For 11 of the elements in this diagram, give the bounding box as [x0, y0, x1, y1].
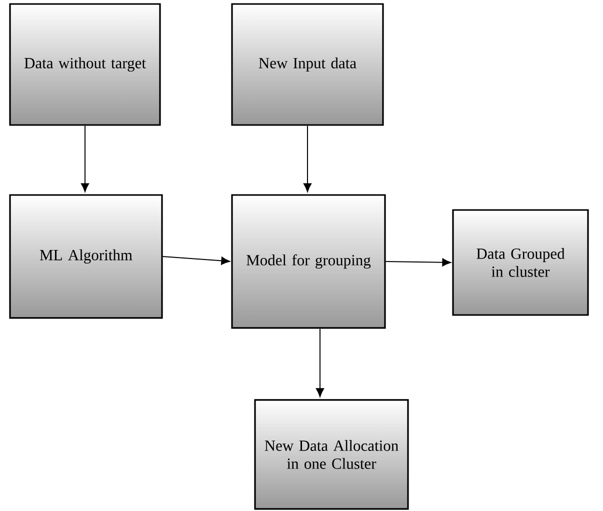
- process-box: New Input data: [231, 3, 384, 126]
- process-box: Model for grouping: [231, 194, 386, 329]
- process-box: Data without target: [9, 3, 161, 126]
- process-box: Data Grouped in cluster: [452, 209, 589, 316]
- arrow: [316, 328, 324, 397]
- arrow: [303, 125, 312, 192]
- arrow: [385, 258, 451, 266]
- process-box: New Data Allocation in one Cluster: [254, 399, 409, 510]
- process-box: ML Algorithm: [9, 194, 163, 319]
- arrow: [162, 256, 230, 265]
- arrow: [80, 125, 90, 192]
